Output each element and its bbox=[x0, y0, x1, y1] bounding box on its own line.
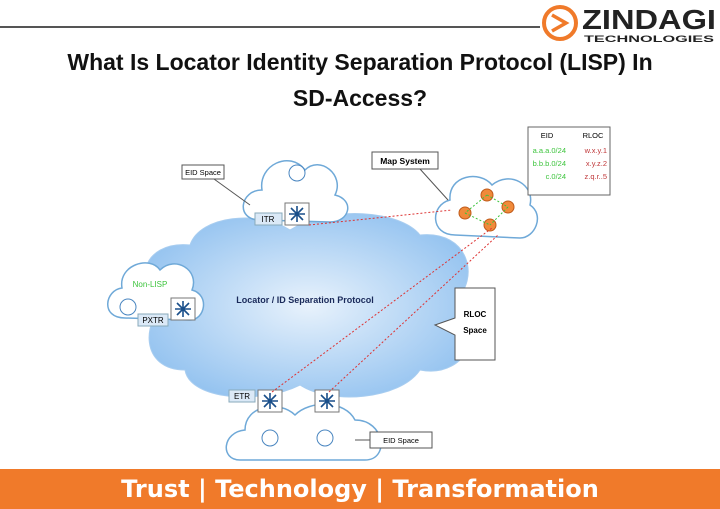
diagram-label: Map System bbox=[380, 156, 430, 166]
router-icon bbox=[289, 206, 305, 222]
itr-cloud bbox=[242, 160, 349, 223]
diagram-label: b.b.b.0/24 bbox=[533, 159, 566, 168]
diagram-label: EID bbox=[541, 131, 554, 140]
router-icon bbox=[319, 393, 335, 409]
diagram-label: ITR bbox=[262, 215, 275, 224]
etr-cloud bbox=[225, 403, 382, 461]
diagram-label: a.a.a.0/24 bbox=[533, 146, 566, 155]
lisp-links bbox=[271, 209, 499, 393]
router-icon bbox=[262, 393, 278, 409]
user-icon bbox=[119, 298, 137, 316]
diagram-label: RLOC bbox=[464, 310, 487, 319]
header-rule bbox=[0, 26, 540, 28]
zindagi-logo: ZINDAGI TECHNOLOGIES bbox=[540, 2, 720, 44]
title-line-2-text: SD-Access? bbox=[292, 85, 428, 111]
eid-rloc-table bbox=[527, 126, 611, 196]
user-icon bbox=[261, 429, 279, 447]
lisp-diagram: Locator / ID Separation Protocol ITR EID… bbox=[107, 126, 611, 461]
logo-chevron-icon bbox=[542, 5, 578, 41]
diagram-label: RLOC bbox=[583, 131, 604, 140]
diagram-label: TECHNOLOGIES bbox=[584, 34, 714, 44]
title-line-1-text: What Is Locator Identity Separation Prot… bbox=[67, 49, 653, 75]
user-icon bbox=[316, 429, 334, 447]
diagram-label: z.q.r..5 bbox=[584, 172, 607, 181]
diagram-label: c.0/24 bbox=[546, 172, 566, 181]
page-title: What Is Locator Identity Separation Prot… bbox=[0, 44, 720, 116]
title-line-2: SD-Access? bbox=[0, 80, 720, 116]
rloc-space-callout bbox=[433, 287, 496, 361]
diagram-label: EID Space bbox=[383, 436, 419, 445]
diagram-label: ETR bbox=[234, 392, 250, 401]
diagram-label: w.x.y.1 bbox=[584, 146, 607, 155]
diagram-label: PXTR bbox=[142, 316, 164, 325]
user-icon bbox=[288, 164, 306, 182]
diagram-label: Locator / ID Separation Protocol bbox=[236, 295, 374, 305]
diagram-label: Space bbox=[463, 326, 487, 335]
footer-tagline: Trust | Technology | Transformation bbox=[0, 469, 720, 509]
diagram-label: Non-LISP bbox=[133, 280, 168, 289]
diagram-label: ZINDAGI bbox=[582, 4, 716, 35]
router-icon bbox=[175, 301, 191, 317]
title-line-1: What Is Locator Identity Separation Prot… bbox=[0, 44, 720, 80]
diagram-label: x.y.z.2 bbox=[586, 159, 607, 168]
map-system-cloud bbox=[434, 175, 539, 239]
diagram-label: EID Space bbox=[185, 168, 221, 177]
